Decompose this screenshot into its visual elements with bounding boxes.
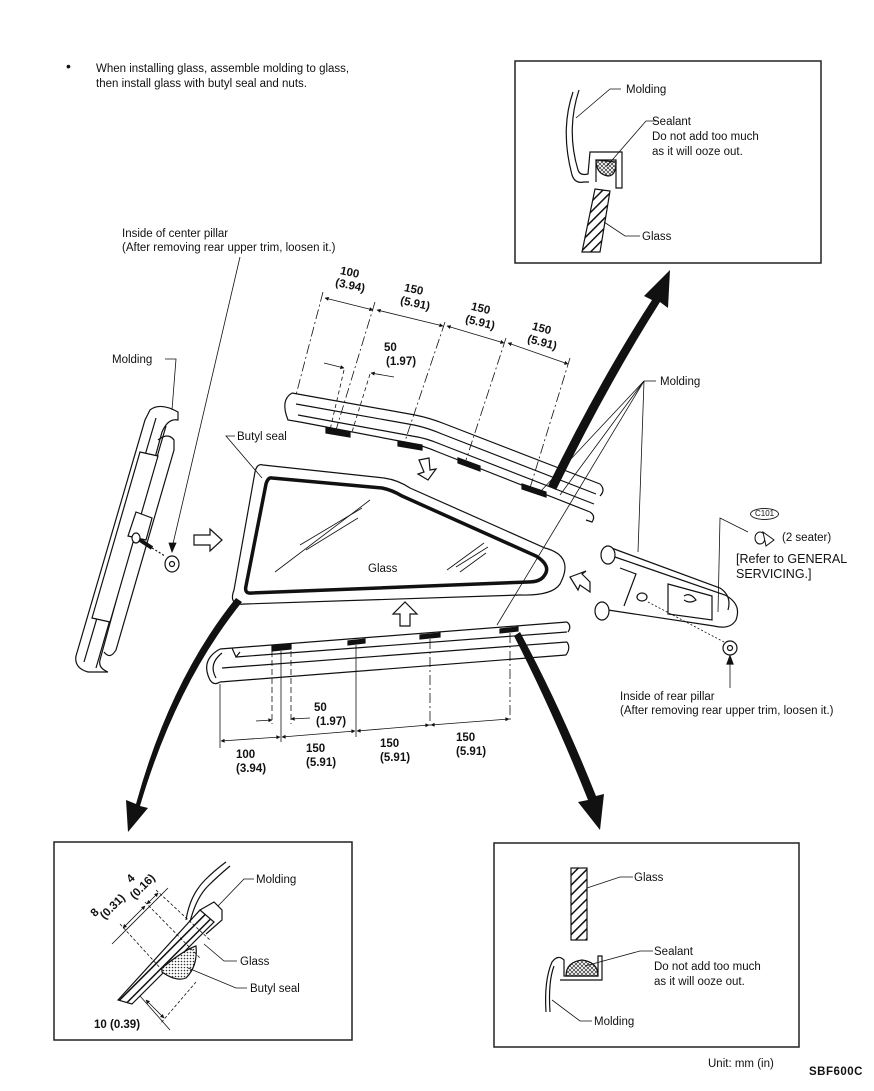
detail-bottom-right-drawing [545,867,603,1013]
detail-br-molding-label: Molding [594,1016,635,1028]
detail-tr-molding-label: Molding [626,84,667,96]
detail-frame-bottom-right [493,842,800,1048]
lower-dim-in: (3.94) [236,763,267,775]
detail-bl-dim-10: 10 (0.39) [94,1019,141,1031]
rear-pillar-label: Inside of rear pillar [620,691,715,703]
refer-line-1: [Refer to GENERAL [736,552,848,566]
lower-dim-mm: 150 [380,738,400,750]
detail-br-glass-label: Glass [634,872,664,884]
clip-leader [717,517,749,613]
unit-label: Unit: mm (in) [708,1058,774,1070]
note-line-1: When installing glass, assemble molding … [96,63,350,75]
left-molding-leader [165,358,177,411]
pointer-arrow-top-right [548,270,670,490]
molding-left-label: Molding [112,354,153,366]
rear-molding [594,545,739,688]
figure-code: SBF600C [809,1066,863,1078]
lower-dim-in: (5.91) [306,757,337,769]
lower-dim-mm: 100 [236,749,256,761]
detail-bl-glass-label: Glass [240,956,270,968]
lower-dimension-lines [219,633,511,748]
arrow-down-icon [416,457,438,481]
detail-top-right-drawing [565,89,623,253]
center-pillar-note: (After removing rear upper trim, loosen … [122,242,336,254]
butyl-seal-label: Butyl seal [237,431,287,443]
clip-icon [754,530,775,547]
detail-top-right-leaders [575,88,656,237]
upper-dim-mm: 50 [384,342,397,354]
detail-bl-butyl-label: Butyl seal [250,983,300,995]
lower-dim-in: (5.91) [380,752,411,764]
lower-dim-in: (5.91) [456,746,487,758]
molding-right-label: Molding [660,376,701,388]
detail-bottom-left-dims [111,887,211,1031]
detail-bl-molding-label: Molding [256,874,297,886]
detail-frame-top-right [514,60,822,264]
detail-bottom-right-leaders [551,876,653,1022]
detail-tr-sealant-label: Sealant [652,116,692,128]
detail-frame-bottom-left [53,841,353,1041]
detail-br-sealant-label: Sealant [654,946,694,958]
detail-br-warning-2: as it will ooze out. [654,976,745,988]
glass-panel [231,464,566,605]
lower-dim-mm: 150 [306,743,326,755]
upper-molding [284,392,604,523]
note-line-2: then install glass with butyl seal and n… [96,78,307,90]
rear-pillar-note: (After removing rear upper trim, loosen … [620,705,834,717]
detail-tr-glass-label: Glass [642,231,672,243]
lower-molding [206,621,571,685]
arrow-right-icon [193,527,223,553]
detail-tr-warning-2: as it will ooze out. [652,146,743,158]
detail-br-warning-1: Do not add too much [654,961,761,973]
clip-code-badge: C101 [750,508,780,520]
pointer-arrow-bottom-left [126,598,242,832]
lower-dim-mm: 150 [456,732,476,744]
pointer-arrow-bottom-right [514,632,604,830]
arrow-up-icon [391,601,419,627]
butyl-seal-leader [225,435,263,479]
center-pillar-label: Inside of center pillar [122,228,229,240]
left-molding [75,405,180,673]
note-bullet: • [66,58,71,74]
detail-bottom-left-leaders [187,878,254,989]
detail-tr-warning-1: Do not add too much [652,131,759,143]
detail-bottom-left-drawing [116,861,231,1005]
glass-label: Glass [368,563,398,575]
upper-dimension-lines [295,291,571,489]
arrow-left-icon [569,570,591,594]
lower-dim-mm: 50 [314,702,327,714]
upper-dim-in: (1.97) [386,356,417,368]
center-pillar-leader [168,256,241,554]
lower-dim-in: (1.97) [316,716,347,728]
clip-note: (2 seater) [782,532,832,544]
refer-line-2: SERVICING.] [736,567,812,581]
